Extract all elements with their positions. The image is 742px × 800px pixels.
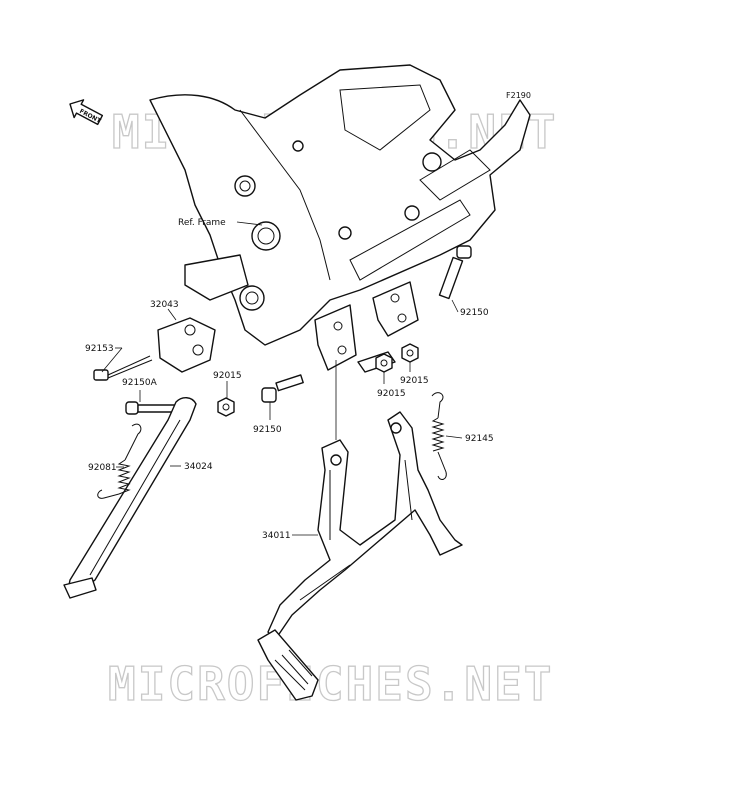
part-92153-bolt — [93, 355, 153, 381]
part-34011-center-stand — [257, 411, 463, 701]
part-92015-nut-c — [375, 353, 393, 373]
front-arrow-icon: FRONT — [69, 99, 104, 125]
callout-92015-b: 92015 — [400, 376, 429, 386]
callout-ref-frame: Ref. Frame — [178, 218, 226, 228]
part-34024-side-stand — [63, 397, 197, 599]
stand-bracket — [314, 281, 419, 373]
callout-92150A: 92150A — [122, 378, 158, 388]
callout-34011: 34011 — [262, 531, 291, 541]
callout-32043: 32043 — [150, 300, 179, 310]
watermark-bottom: MICROFICHES.NET — [108, 657, 553, 711]
part-92150A-bolt — [125, 401, 177, 415]
part-92145-spring — [431, 392, 447, 480]
part-92015-nut-a — [217, 397, 235, 417]
part-32043-bracket — [157, 317, 216, 373]
callout-34024: 34024 — [184, 462, 213, 472]
part-92015-nut-b — [401, 343, 419, 363]
callout-92015-c: 92015 — [377, 389, 406, 399]
callout-92145: 92145 — [465, 434, 494, 444]
part-92150-bolt-lower — [261, 374, 304, 403]
callout-92150-top: 92150 — [460, 308, 489, 318]
leader-lines — [101, 221, 463, 536]
figure-code: F2190 — [506, 91, 531, 100]
part-92150-bolt-upper — [438, 245, 472, 300]
callout-92153: 92153 — [85, 344, 114, 354]
callout-92081: 92081 — [88, 463, 117, 473]
callout-92150-bottom: 92150 — [253, 425, 282, 435]
frame — [149, 64, 531, 346]
part-92081-spring — [97, 423, 142, 499]
callout-92015-a: 92015 — [213, 371, 242, 381]
